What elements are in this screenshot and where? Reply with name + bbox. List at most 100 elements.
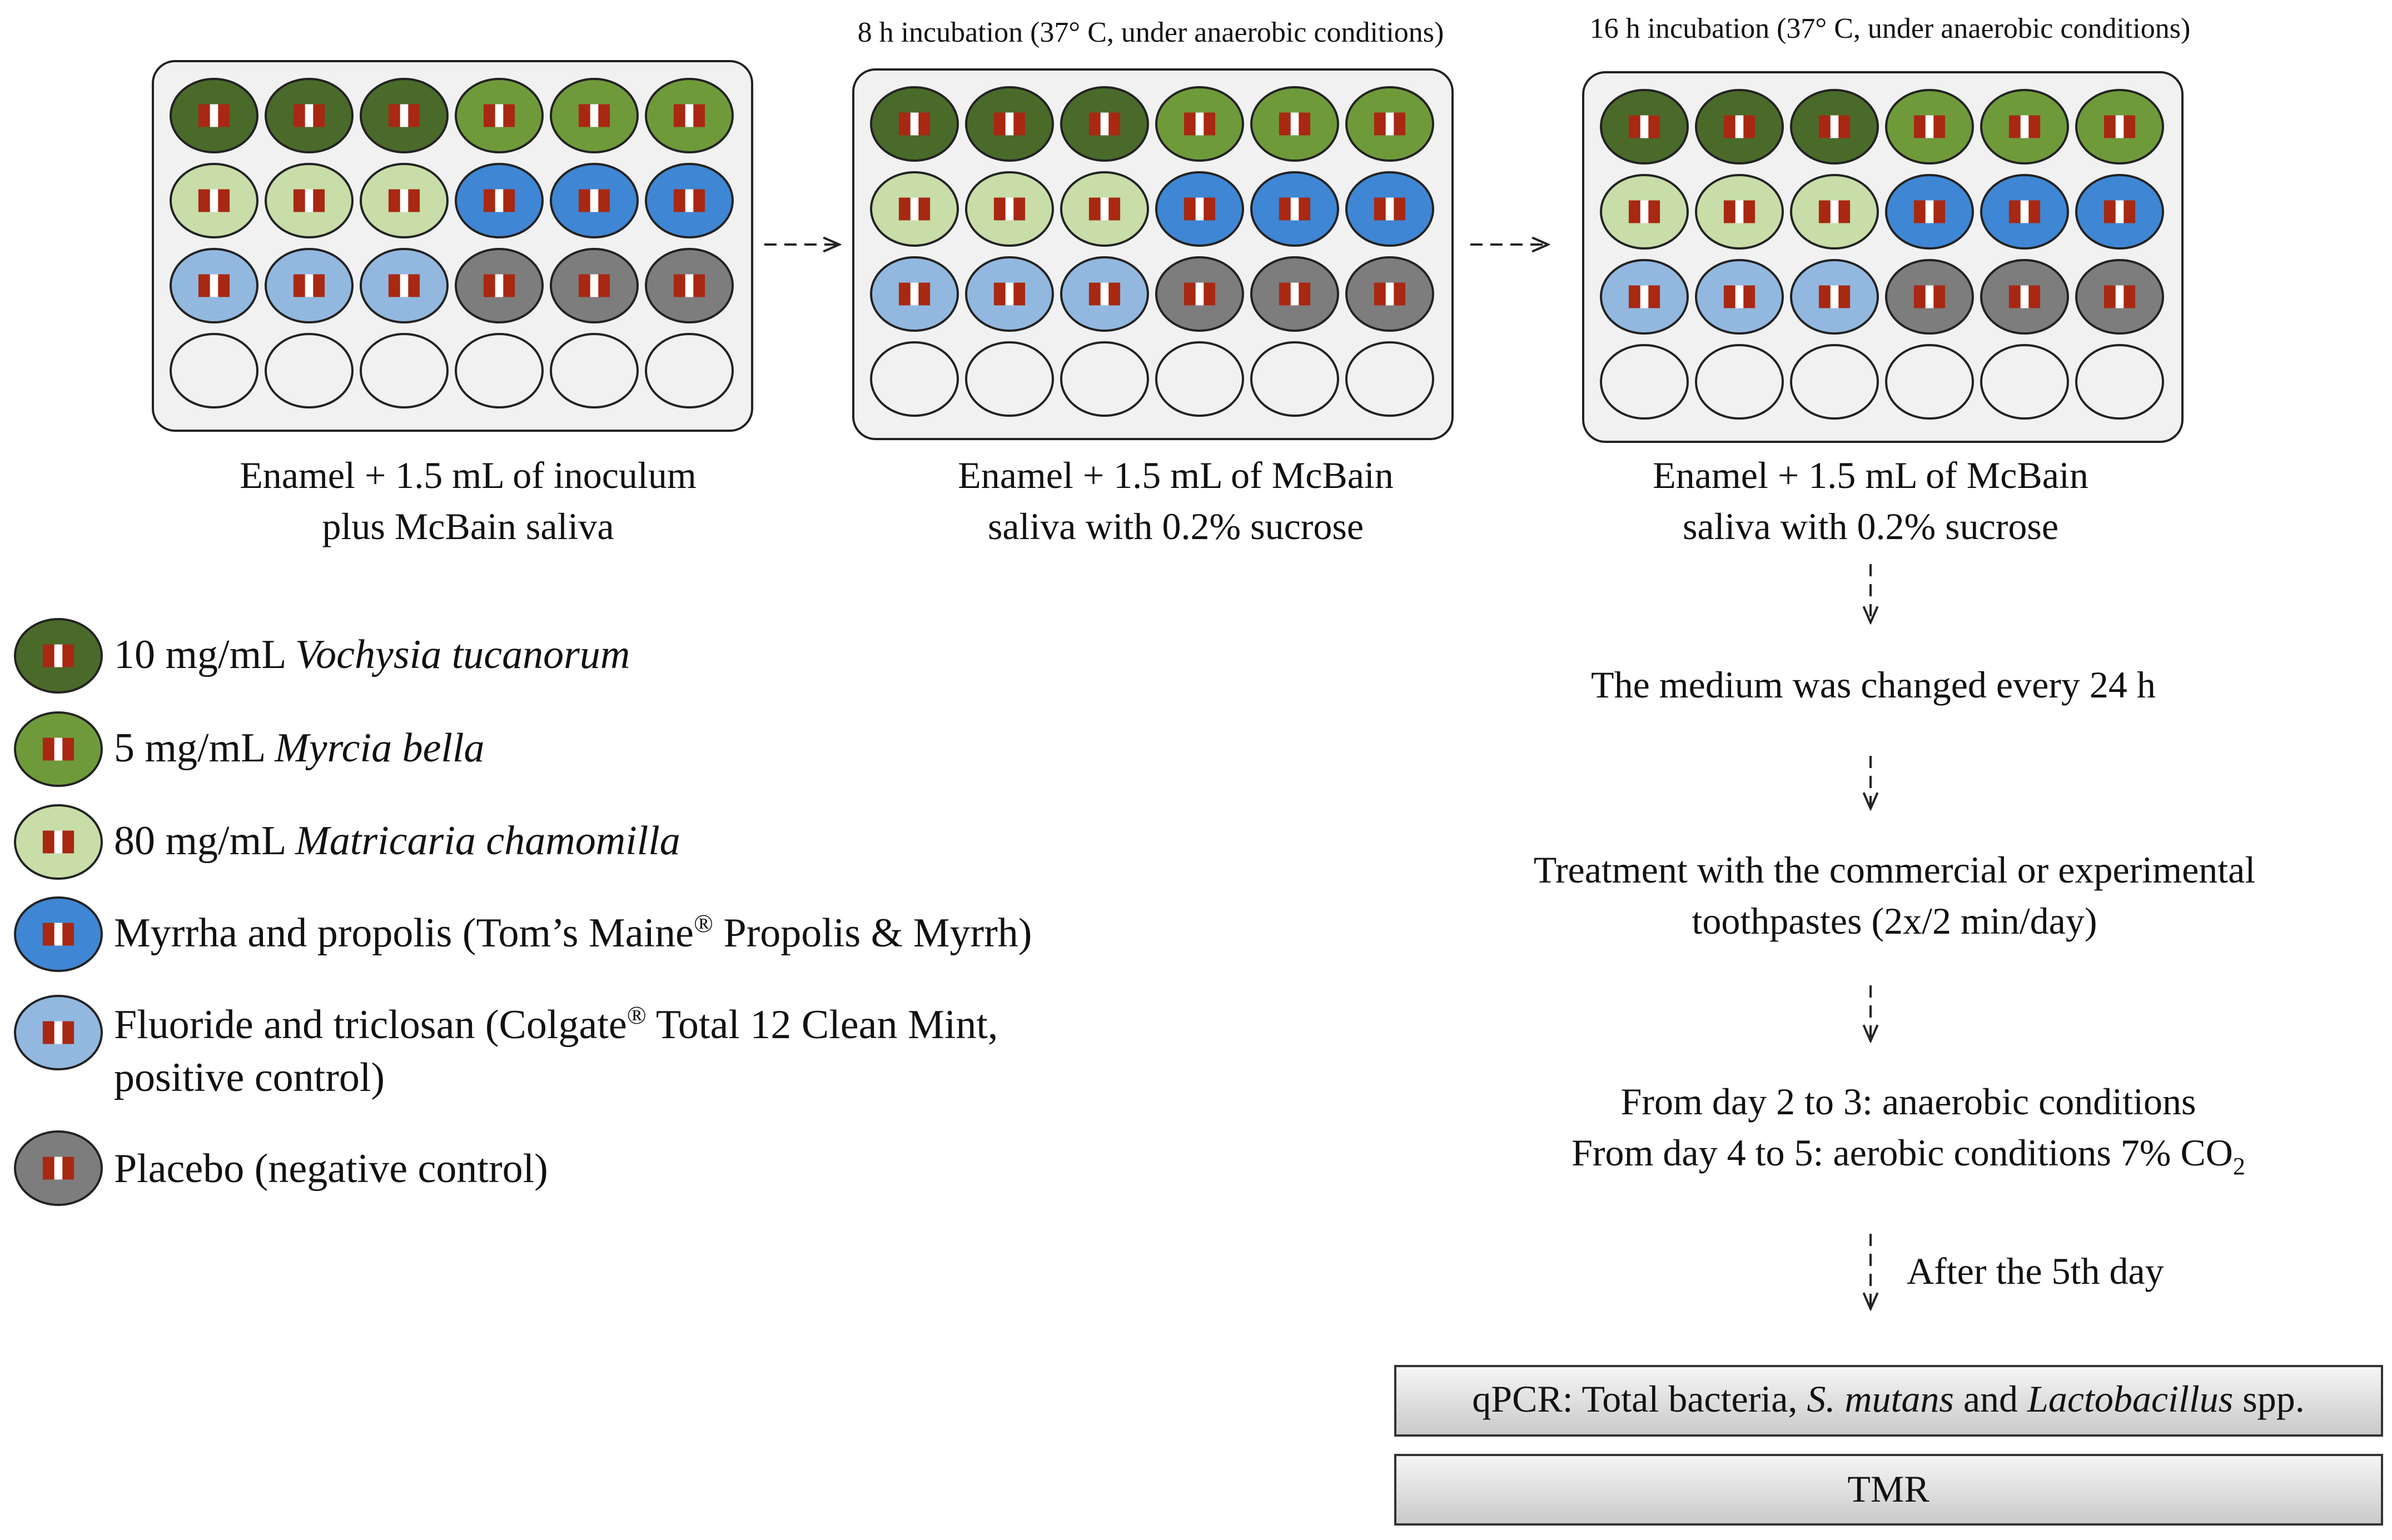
qpcr-box — [1394, 1365, 2383, 1437]
plate-3-well-r1c2 — [1695, 89, 1784, 165]
plate-3-well-r4c2-disc — [1695, 344, 1784, 420]
plate-1-well-r3c5 — [550, 248, 639, 323]
legend-item-fluoride-line2: positive control) — [114, 1055, 385, 1100]
enamel-sample-stripe — [1195, 197, 1204, 221]
enamel-sample-stripe — [1100, 112, 1109, 136]
enamel-sample-stripe — [54, 737, 63, 761]
procedure-flow: The medium was changed every 24 h Treatm… — [1394, 564, 2383, 1526]
plate-3-well-r2c3 — [1790, 174, 1879, 250]
plate-2-well-r3c2 — [965, 256, 1054, 332]
enamel-sample-stripe — [1195, 112, 1204, 136]
plate-2-caption-line1: Enamel + 1.5 mL of McBain — [958, 454, 1394, 496]
plate-2-well-r2c6 — [1345, 171, 1434, 247]
plate-3-header: 16 h incubation (37° C, under anaerobic … — [1590, 13, 2191, 44]
enamel-sample-stripe — [1640, 200, 1649, 223]
legend-swatch-matricaria — [14, 804, 103, 880]
plate-1-well-r1c3 — [360, 78, 449, 153]
enamel-sample-stripe — [1830, 200, 1839, 223]
legend-vochysia-name: Vochysia tucanorum — [295, 632, 630, 677]
enamel-sample-stripe — [590, 189, 599, 212]
plate-3-well-r4c5 — [1980, 344, 2069, 420]
plate-2-well-r4c6-disc — [1345, 341, 1434, 417]
plate-3-well-r4c1-disc — [1600, 344, 1689, 420]
well-plates — [152, 60, 2184, 443]
enamel-sample-stripe — [910, 282, 919, 306]
flow-step-conditions-text: From day 4 to 5: aerobic conditions 7% C… — [1572, 1132, 2233, 1174]
enamel-sample-stripe — [495, 104, 504, 127]
enamel-sample-stripe — [54, 830, 63, 854]
enamel-sample-stripe — [54, 1157, 63, 1180]
enamel-sample-stripe — [1100, 282, 1109, 306]
plate-2-well-r1c2 — [965, 86, 1054, 162]
legend-item-matricaria: 80 mg/mL Matricaria chamomilla — [114, 818, 680, 864]
tmr-box — [1394, 1454, 2383, 1526]
plate-3-well-r2c5 — [1980, 174, 2069, 250]
plate-3-well-r4c3 — [1790, 344, 1879, 420]
plate-2-well-r4c4-disc — [1155, 341, 1244, 417]
plate-2-well-r3c6 — [1345, 256, 1434, 332]
enamel-sample-stripe — [1925, 200, 1934, 223]
plate-1-well-r4c5-disc — [550, 333, 639, 408]
enamel-sample-stripe — [210, 189, 218, 212]
enamel-sample-stripe — [685, 104, 694, 127]
flow-step-conditions-line2: From day 4 to 5: aerobic conditions 7% C… — [1572, 1132, 2245, 1180]
legend-fluoride-text-a: Fluoride and triclosan (Colgate — [114, 1002, 627, 1048]
legend-swatch-myrcia — [14, 711, 103, 787]
plate-2-well-r2c5 — [1250, 171, 1339, 247]
plate-2-well-r3c1 — [870, 256, 959, 332]
plate-3-well-r3c2 — [1695, 259, 1784, 335]
enamel-sample-stripe — [1830, 115, 1839, 138]
legend-myrrha-text-a: Myrrha and propolis (Tom’s Maine — [114, 910, 694, 956]
plate-3-well-r3c3 — [1790, 259, 1879, 335]
plate-1-well-r2c6 — [645, 163, 734, 238]
plate-1-well-r1c1 — [170, 78, 258, 153]
enamel-sample-stripe — [305, 274, 314, 297]
enamel-sample-stripe — [1830, 285, 1839, 308]
enamel-sample-stripe — [495, 189, 504, 212]
legend-matricaria-dose: 80 mg/mL — [114, 818, 295, 864]
enamel-sample-stripe — [305, 189, 314, 212]
plate-1-caption-line2: plus McBain saliva — [322, 505, 614, 547]
plate-1-well-r4c3-disc — [360, 333, 449, 408]
plate-1-well-r4c3 — [360, 333, 449, 408]
legend-matricaria-name: Matricaria chamomilla — [295, 818, 680, 864]
plate-2-well-r1c6 — [1345, 86, 1434, 162]
plate-2-well-r1c1 — [870, 86, 959, 162]
enamel-sample-stripe — [1925, 115, 1934, 138]
plate-2-well-r1c3 — [1060, 86, 1149, 162]
plate-2-caption-line2: saliva with 0.2% sucrose — [988, 505, 1364, 547]
plate-3-well-r1c5 — [1980, 89, 2069, 165]
plate-3-well-r4c2 — [1695, 344, 1784, 420]
plate-1-well-r3c1 — [170, 248, 258, 323]
enamel-sample-stripe — [1640, 115, 1649, 138]
enamel-sample-stripe — [2115, 285, 2124, 308]
flow-step-treatment-line1: Treatment with the commercial or experim… — [1534, 849, 2256, 891]
plate-2-well-r2c4 — [1155, 171, 1244, 247]
legend-vochysia-dose: 10 mg/mL — [114, 632, 295, 677]
enamel-sample-stripe — [1005, 197, 1014, 221]
legend-item-myrcia: 5 mg/mL Myrcia bella — [114, 725, 485, 771]
enamel-sample-stripe — [1290, 112, 1299, 136]
legend-item-vochysia: 10 mg/mL Vochysia tucanorum — [114, 632, 630, 677]
enamel-sample-stripe — [1735, 285, 1744, 308]
qpcr-text-e: spp. — [2233, 1378, 2304, 1420]
legend-swatch-myrrha — [14, 896, 103, 972]
tmr-box-label: TMR — [1847, 1468, 1929, 1510]
plate-3-well-r2c2 — [1695, 174, 1784, 250]
plate-1-well-r2c5 — [550, 163, 639, 238]
plate-2-well-r2c2 — [965, 171, 1054, 247]
plate-1-well-r2c2 — [265, 163, 354, 238]
plate-3-well-r4c3-disc — [1790, 344, 1879, 420]
plate-2-well-r4c2 — [965, 341, 1054, 417]
enamel-sample-stripe — [1385, 112, 1394, 136]
plate-3-well-r2c6 — [2075, 174, 2164, 250]
legend: 10 mg/mL Vochysia tucanorum 5 mg/mL Myrc… — [14, 618, 1032, 1206]
plate-3-well-r4c6 — [2075, 344, 2164, 420]
enamel-sample-stripe — [400, 189, 409, 212]
enamel-sample-stripe — [1640, 285, 1649, 308]
plate-2-well-r4c3 — [1060, 341, 1149, 417]
qpcr-text-a: qPCR: Total bacteria, — [1472, 1378, 1807, 1420]
flow-after-label: After the 5th day — [1907, 1250, 2164, 1292]
enamel-sample-stripe — [1385, 197, 1394, 221]
enamel-sample-stripe — [685, 189, 694, 212]
